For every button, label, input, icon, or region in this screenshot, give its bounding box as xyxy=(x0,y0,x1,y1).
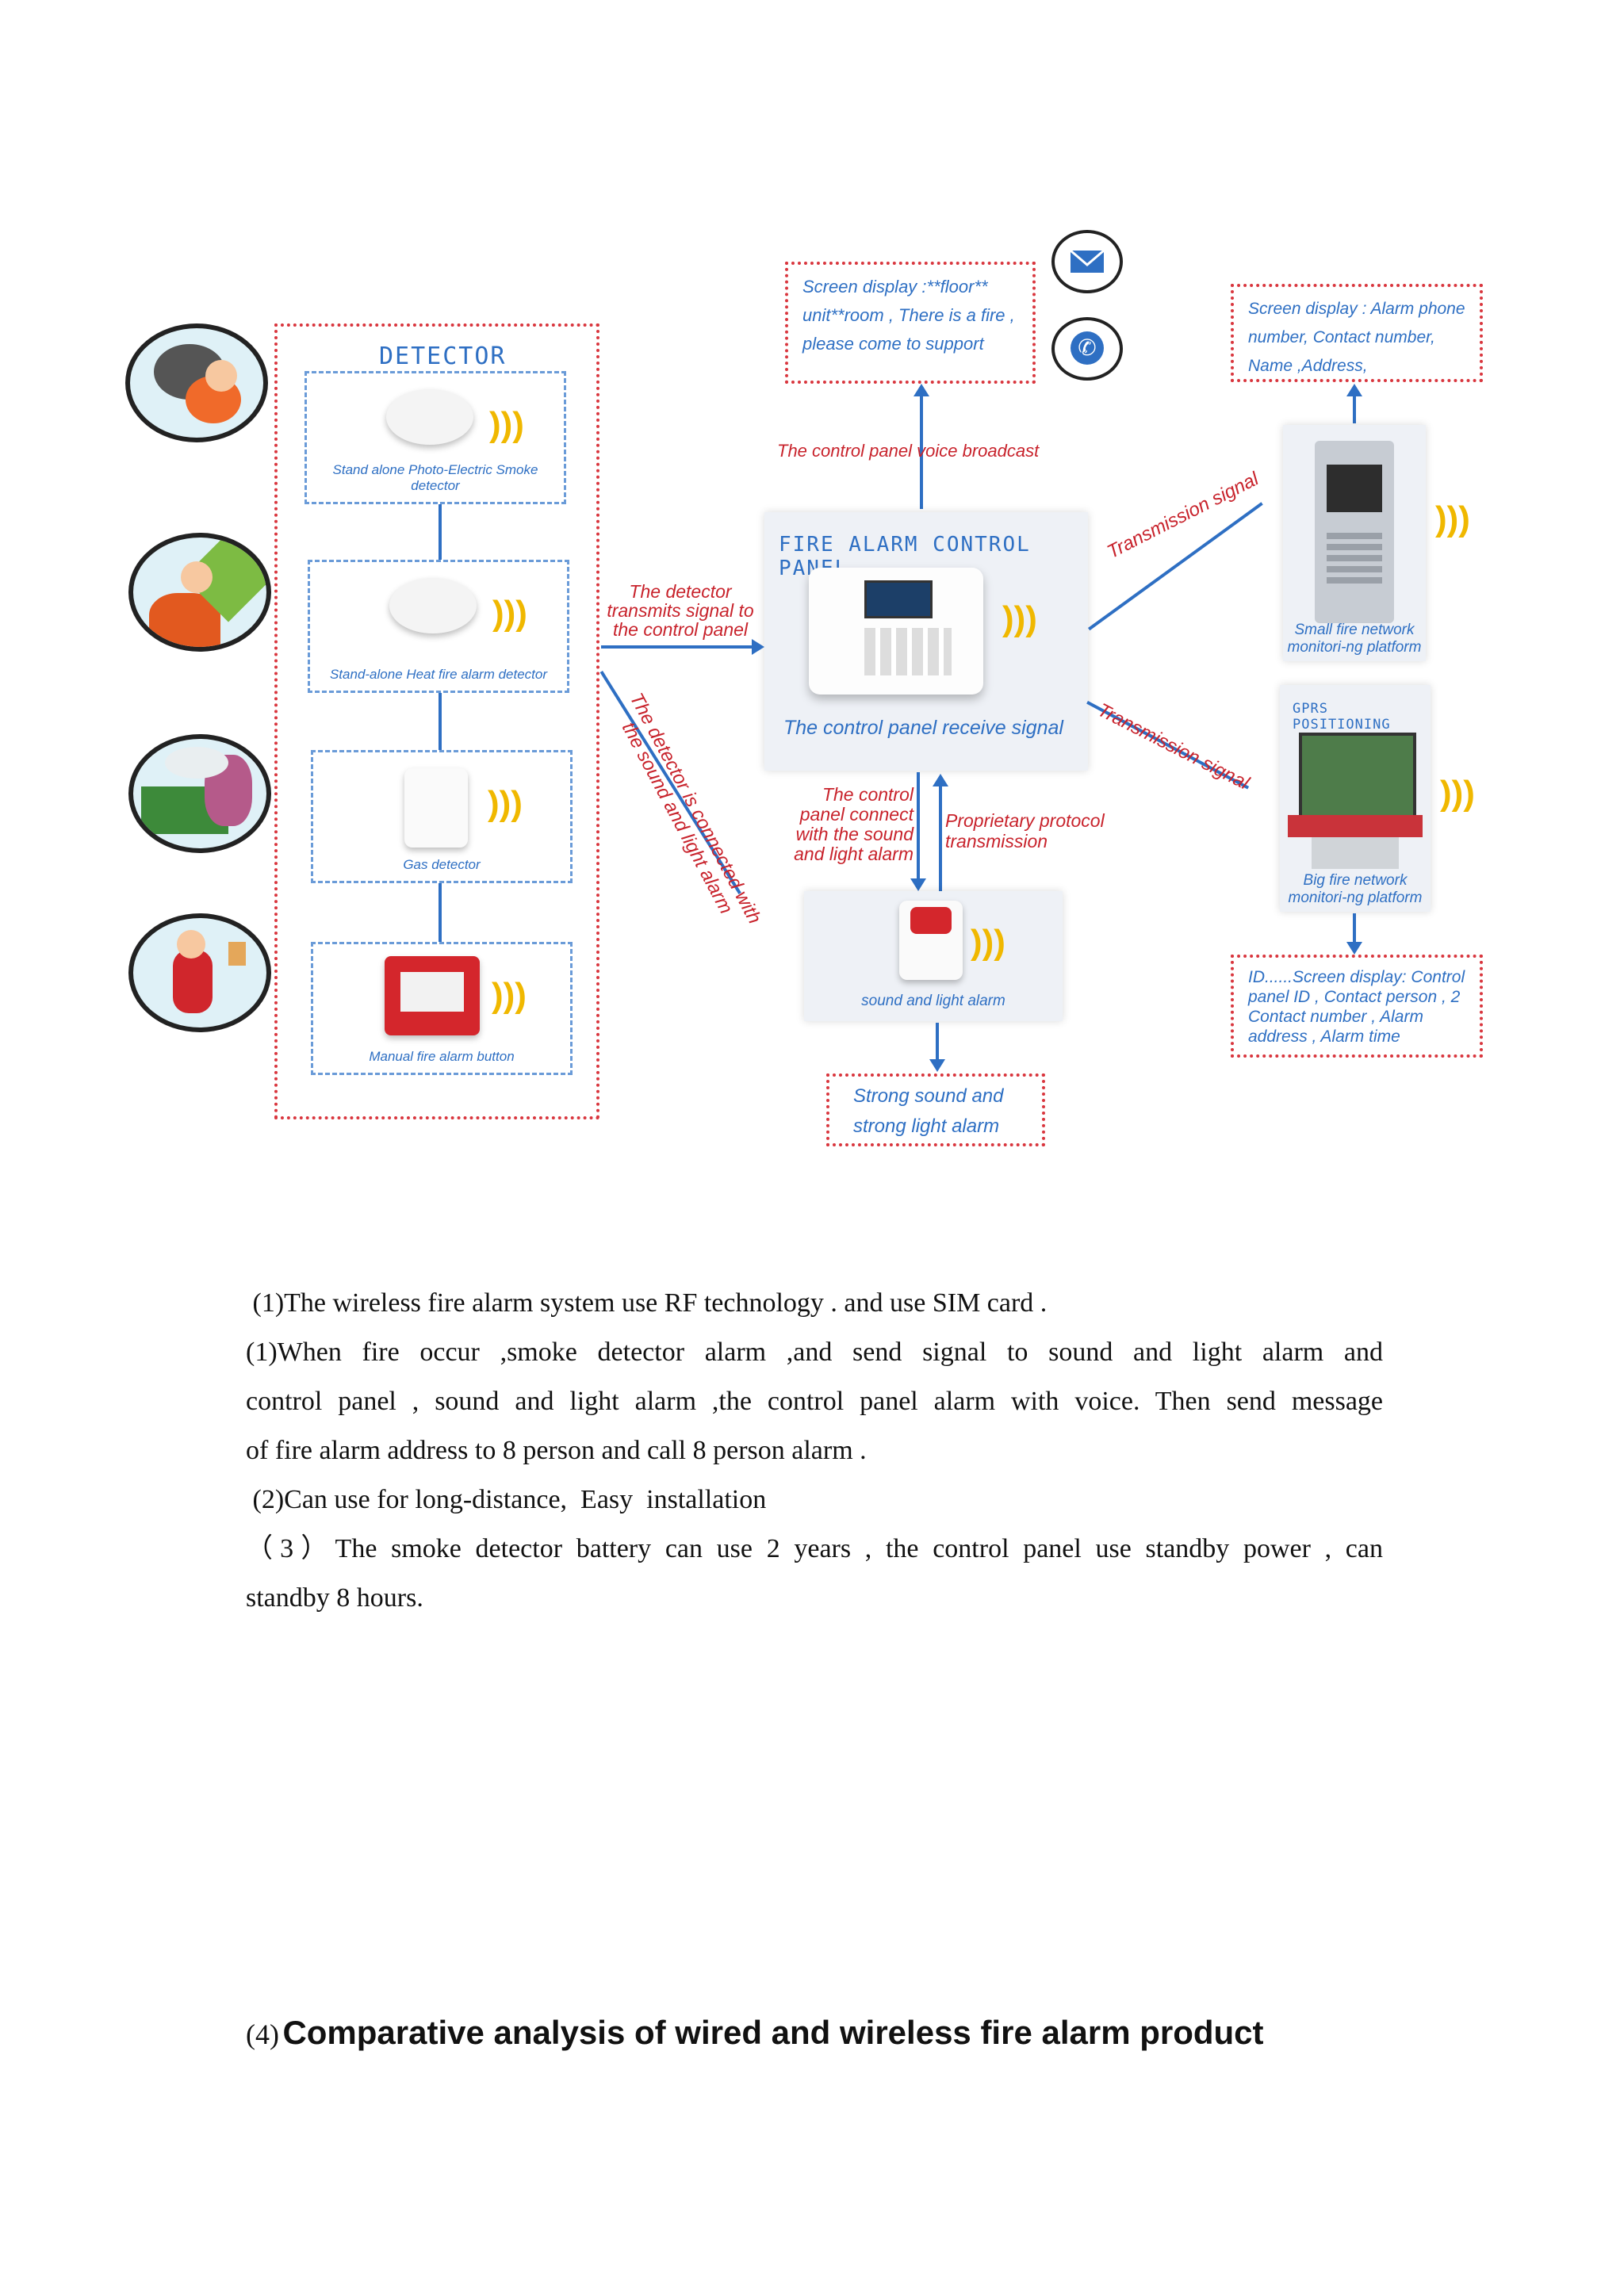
alarm-to-panel-arrowhead xyxy=(933,774,948,786)
panel-to-alarm-arrow xyxy=(917,772,920,882)
smoke-cartoon-bubble xyxy=(125,323,268,442)
section-heading: (4) Comparative analysis of wired and wi… xyxy=(246,2014,1264,2052)
small-platform-card: Small fire network monitori-ng platform xyxy=(1283,425,1426,661)
detector-transmits-label: The detector transmits signal to the con… xyxy=(607,581,754,640)
paragraph-line: control panel , sound and light alarm ,t… xyxy=(246,1387,1383,1416)
broadcast-arrow xyxy=(920,393,923,509)
small-platform-up-arrowhead xyxy=(1346,384,1362,396)
small-platform-up-arrow xyxy=(1353,392,1356,423)
heat-detector-card: ))) Stand-alone Heat fire alarm detector xyxy=(308,560,569,693)
paragraph-line: (1)When fire occur ,smoke detector alarm… xyxy=(246,1337,1383,1367)
detector-group-frame xyxy=(274,323,599,1119)
panel-receive-label: The control panel receive signal xyxy=(783,717,1063,739)
gas-stove-cartoon-bubble xyxy=(128,734,271,853)
strong-alarm-note: Strong sound and strong light alarm xyxy=(826,1073,1045,1146)
alarm-to-panel-arrow xyxy=(939,785,942,891)
sound-light-alarm-label: sound and light alarm xyxy=(861,993,1005,1009)
big-platform-down-arrowhead xyxy=(1346,942,1362,955)
gas-detector-card: ))) Gas detector xyxy=(311,750,573,883)
detector-connector xyxy=(439,693,442,750)
alarm-down-arrow xyxy=(936,1023,939,1062)
voice-broadcast-label: The control panel voice broadcast xyxy=(777,441,1040,461)
screen-display-floor-note: Screen display :**floor** unit**room , T… xyxy=(785,262,1036,384)
detector-connector xyxy=(439,504,442,560)
transmission-signal-lower-label: Transmission signal xyxy=(1094,699,1253,794)
big-platform-card: GPRS POSITIONING Big fire network monito… xyxy=(1280,685,1431,912)
manual-button-label: Manual fire alarm button xyxy=(369,1049,515,1064)
control-panel-card: FIRE ALARM CONTROL PANEL ))) The control… xyxy=(764,512,1088,771)
heading-number: (4) xyxy=(246,2019,279,2050)
paragraph-line: （3）The smoke detector battery can use 2 … xyxy=(246,1534,1383,1563)
envelope-icon xyxy=(1051,230,1123,293)
manual-button-card: ))) Manual fire alarm button xyxy=(311,942,573,1075)
detector-connector xyxy=(439,883,442,942)
phone-icon: ✆ xyxy=(1051,317,1123,381)
heading-text: Comparative analysis of wired and wirele… xyxy=(282,2014,1264,2051)
broadcast-arrowhead xyxy=(914,384,929,396)
proprietary-label: Proprietary protocol transmission xyxy=(945,810,1105,851)
panel-connect-label: The control panel connect with the sound… xyxy=(794,784,914,864)
transmission-signal-upper-label: Transmission signal xyxy=(1104,468,1262,564)
detector-connected-label: The detector is connected with the sound… xyxy=(617,689,766,928)
smoke-detector-card: ))) Stand alone Photo-Electric Smoke det… xyxy=(304,371,566,504)
panel-to-alarm-arrowhead xyxy=(910,878,926,891)
wireless-signal-icon: ))) xyxy=(1002,599,1037,638)
detector-title: DETECTOR xyxy=(379,342,507,370)
paragraph-line: standby 8 hours. xyxy=(246,1583,423,1613)
control-panel-device xyxy=(809,568,983,695)
sound-light-alarm-card: ))) sound and light alarm xyxy=(804,891,1063,1021)
screen-display-phone-note: Screen display : Alarm phone number, Con… xyxy=(1231,284,1483,382)
alarm-button-cartoon-bubble xyxy=(128,913,271,1032)
paragraph-line: (1)The wireless fire alarm system use RF… xyxy=(246,1288,1048,1318)
smoke-detector-label: Stand alone Photo-Electric Smoke detecto… xyxy=(332,462,538,493)
paragraph-line: (2)Can use for long-distance, Easy insta… xyxy=(246,1485,767,1514)
wireless-signal-icon: ))) xyxy=(1440,774,1475,813)
heat-detector-label: Stand-alone Heat fire alarm detector xyxy=(329,667,548,682)
big-platform-label: Big fire network monitori-ng platform xyxy=(1288,872,1423,906)
kitchen-fire-cartoon-bubble xyxy=(128,533,271,652)
gprs-label: GPRS POSITIONING xyxy=(1293,701,1391,733)
paragraph-line: of fire alarm address to 8 person and ca… xyxy=(246,1436,867,1465)
wireless-signal-icon: ))) xyxy=(1435,499,1470,538)
screen-display-id-note: ID......Screen display: Control panel ID… xyxy=(1231,955,1483,1058)
big-platform-down-arrow xyxy=(1353,913,1356,945)
detector-to-panel-arrow xyxy=(601,645,755,649)
gas-detector-label: Gas detector xyxy=(403,857,481,872)
small-platform-label: Small fire network monitori-ng platform xyxy=(1287,622,1422,656)
description-text: (1)The wireless fire alarm system use RF… xyxy=(246,1279,1383,1623)
alarm-down-arrowhead xyxy=(929,1059,945,1072)
detector-to-panel-arrowhead xyxy=(752,639,764,655)
